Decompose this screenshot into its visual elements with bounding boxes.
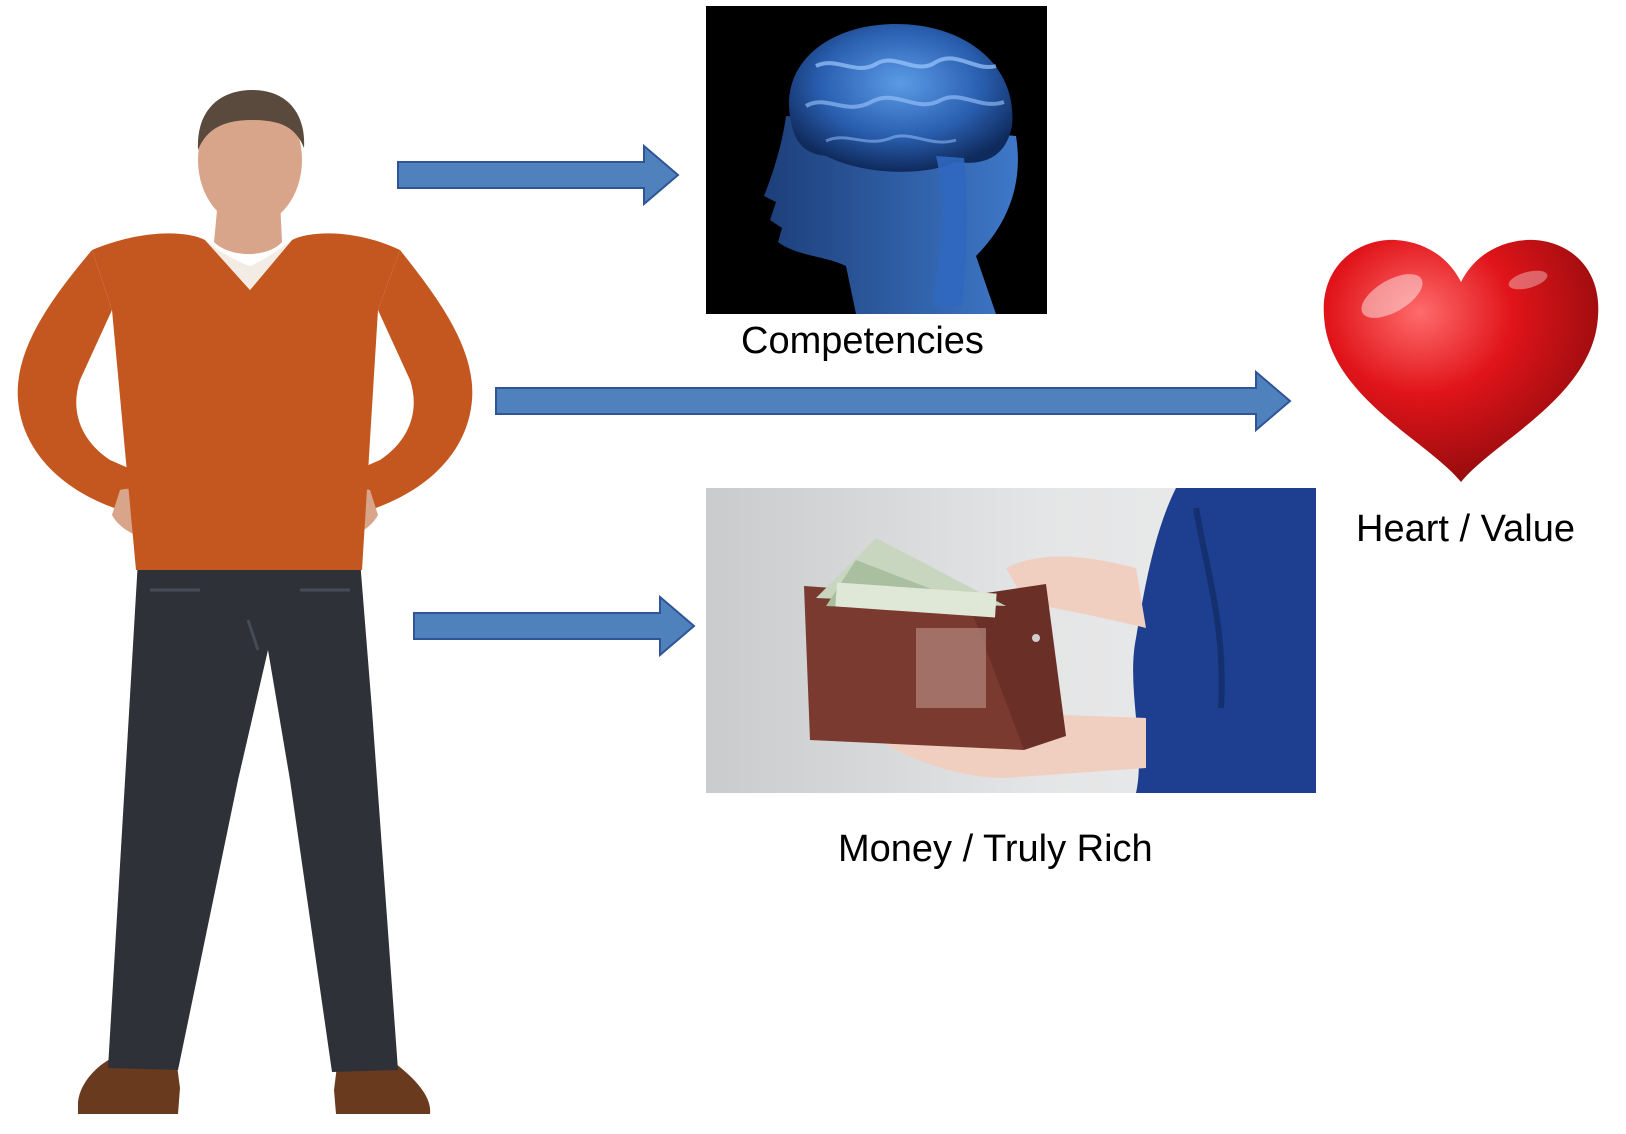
heart-icon <box>1318 236 1604 486</box>
person-image <box>0 90 490 1130</box>
wallet-hands-image <box>706 488 1316 793</box>
right-arrow-icon <box>494 370 1294 432</box>
caption-heart-value: Heart / Value <box>1356 508 1575 550</box>
caption-money: Money / Truly Rich <box>838 828 1153 870</box>
brain-head-image <box>706 6 1047 314</box>
caption-competencies: Competencies <box>741 320 984 362</box>
right-arrow-icon <box>396 144 682 206</box>
right-arrow-icon <box>412 595 698 657</box>
